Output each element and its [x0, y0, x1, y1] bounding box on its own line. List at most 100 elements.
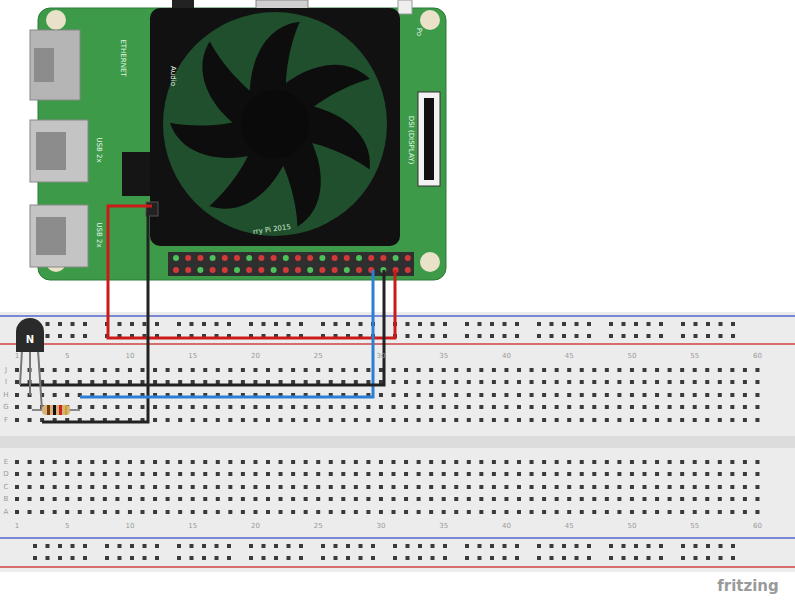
hole	[429, 485, 433, 489]
hole	[83, 544, 87, 548]
hole	[442, 418, 446, 422]
hole	[555, 510, 559, 514]
gpio-pin	[197, 255, 203, 261]
hole	[291, 368, 295, 372]
hole	[103, 368, 107, 372]
hole	[617, 368, 621, 372]
hole	[429, 460, 433, 464]
hole	[304, 380, 308, 384]
hole	[705, 393, 709, 397]
hole	[128, 368, 132, 372]
gpio-pin	[210, 267, 216, 273]
hole	[28, 418, 32, 422]
hole	[634, 556, 638, 560]
hole	[71, 334, 75, 338]
hole	[454, 405, 458, 409]
hole	[291, 418, 295, 422]
hole	[279, 368, 283, 372]
column-number: 1	[15, 353, 19, 360]
hole	[504, 418, 508, 422]
hole	[504, 460, 508, 464]
hole	[417, 405, 421, 409]
hole	[371, 556, 375, 560]
hole	[647, 322, 651, 326]
hole	[316, 460, 320, 464]
hole	[668, 472, 672, 476]
hole	[266, 472, 270, 476]
hole	[28, 472, 32, 476]
hole	[141, 485, 145, 489]
hole	[429, 510, 433, 514]
hole	[454, 485, 458, 489]
hole	[253, 497, 257, 501]
hole	[718, 510, 722, 514]
hole	[743, 418, 747, 422]
gpio-pin	[344, 267, 350, 273]
gpio-pins	[173, 255, 411, 273]
hole	[143, 322, 147, 326]
hole	[668, 418, 672, 422]
mount-hole	[420, 10, 440, 30]
hole	[417, 393, 421, 397]
hole	[467, 418, 471, 422]
hole	[253, 368, 257, 372]
hole	[304, 405, 308, 409]
hole	[253, 510, 257, 514]
hole	[680, 380, 684, 384]
hole	[630, 368, 634, 372]
hole	[392, 393, 396, 397]
hole	[418, 322, 422, 326]
hole	[190, 556, 194, 560]
hole	[241, 368, 245, 372]
hole	[643, 380, 647, 384]
hole	[503, 556, 507, 560]
hole	[379, 485, 383, 489]
hole	[202, 322, 206, 326]
hole	[743, 368, 747, 372]
hole	[334, 556, 338, 560]
hole	[655, 460, 659, 464]
hole	[406, 334, 410, 338]
gpio-pin	[368, 255, 374, 261]
hole	[190, 322, 194, 326]
hole	[321, 322, 325, 326]
hole	[655, 393, 659, 397]
hole	[718, 485, 722, 489]
hole	[404, 472, 408, 476]
hole	[655, 472, 659, 476]
hole	[141, 472, 145, 476]
hole	[202, 556, 206, 560]
hole	[743, 460, 747, 464]
hole	[680, 368, 684, 372]
hole	[575, 544, 579, 548]
hole	[504, 497, 508, 501]
hole	[542, 497, 546, 501]
hole	[643, 485, 647, 489]
hole	[118, 544, 122, 548]
hole	[605, 405, 609, 409]
hole	[492, 368, 496, 372]
hole	[442, 393, 446, 397]
hole	[354, 485, 358, 489]
hole	[15, 510, 19, 514]
hole	[417, 472, 421, 476]
hole	[550, 334, 554, 338]
hole	[78, 405, 82, 409]
rail-line	[0, 566, 795, 568]
hole	[191, 472, 195, 476]
hole	[227, 556, 231, 560]
hole	[643, 368, 647, 372]
column-number: 20	[251, 353, 260, 360]
hole	[15, 485, 19, 489]
hole	[304, 368, 308, 372]
gpio-pin	[356, 255, 362, 261]
hole	[454, 418, 458, 422]
hole	[680, 405, 684, 409]
hole	[442, 380, 446, 384]
hole	[634, 322, 638, 326]
hole	[178, 405, 182, 409]
gpio-pin	[185, 267, 191, 273]
hole	[655, 418, 659, 422]
usb-port	[30, 120, 88, 182]
